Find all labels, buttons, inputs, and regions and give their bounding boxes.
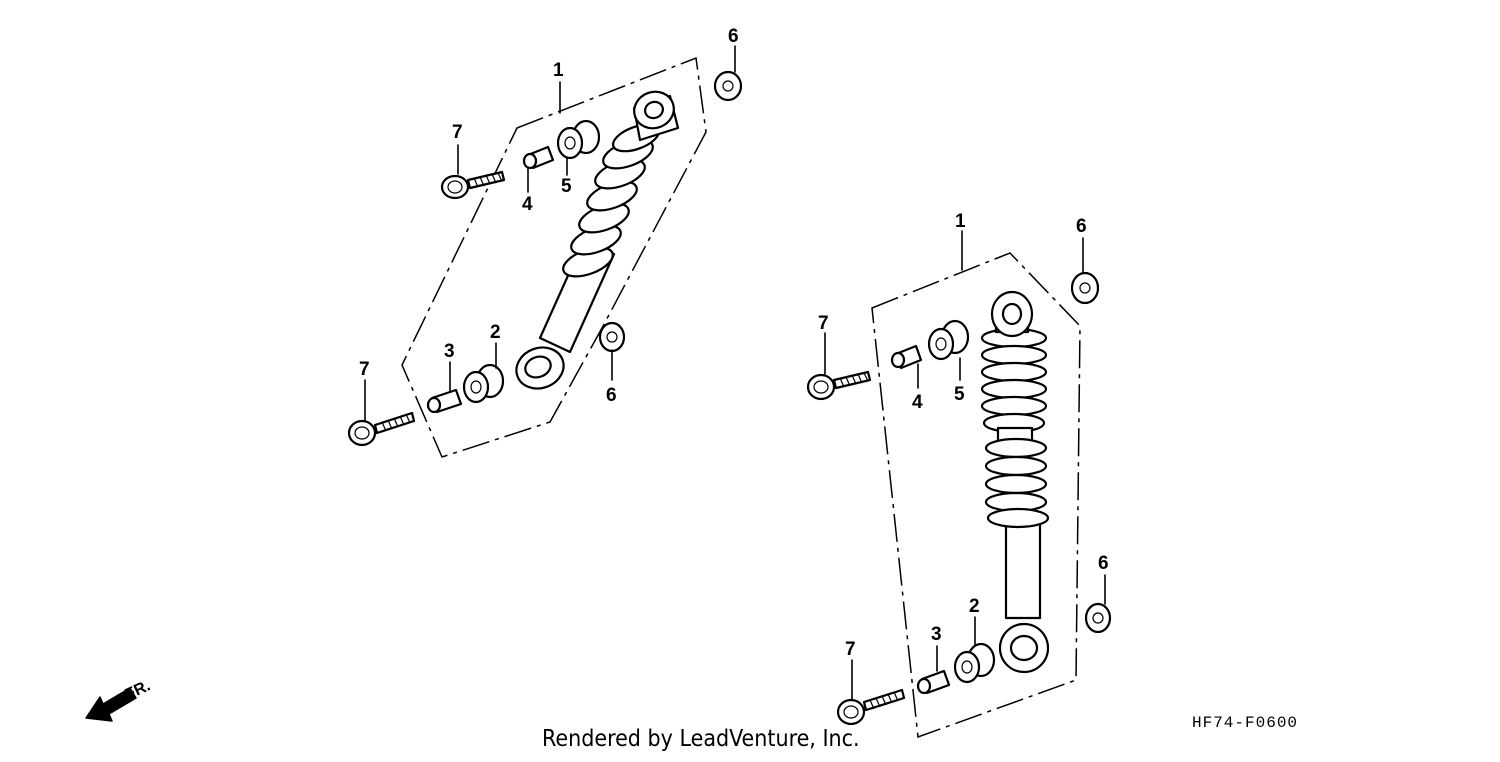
callout-number: 7 bbox=[452, 122, 463, 143]
watermark-credit: Rendered by LeadVenture, Inc. bbox=[542, 726, 860, 752]
flange-bolt bbox=[836, 688, 906, 726]
flange-nut bbox=[1070, 271, 1100, 305]
callout-number: 6 bbox=[728, 26, 739, 47]
callout-number: 5 bbox=[954, 384, 965, 405]
flange-bolt bbox=[440, 170, 506, 200]
collar bbox=[426, 388, 463, 414]
collar bbox=[916, 669, 951, 695]
flange-bolt bbox=[347, 411, 416, 447]
callout-number: 5 bbox=[561, 176, 572, 197]
front-label: FR. bbox=[123, 677, 154, 703]
callout-number: 7 bbox=[359, 359, 370, 380]
bushing bbox=[556, 119, 601, 160]
callout-number: 7 bbox=[845, 639, 856, 660]
bushing bbox=[927, 319, 970, 361]
callout-number: 6 bbox=[1098, 553, 1109, 574]
callout-number: 6 bbox=[606, 385, 617, 406]
flange-bolt bbox=[806, 370, 872, 401]
callout-number: 7 bbox=[818, 313, 829, 334]
callout-number: 2 bbox=[490, 322, 501, 343]
callout-number: 2 bbox=[969, 596, 980, 617]
bushing bbox=[462, 363, 505, 404]
assembly-right: 1 6 7 4 5 3 2 6 7 bbox=[806, 211, 1112, 739]
callout-number: 3 bbox=[931, 624, 942, 645]
collar bbox=[522, 145, 555, 170]
bushing bbox=[953, 642, 996, 684]
shock-absorber bbox=[980, 290, 1050, 674]
callout-number: 1 bbox=[955, 211, 966, 232]
assembly-boundary bbox=[871, 252, 1081, 739]
assembly-left: 1 7 4 5 7 3 2 6 6 bbox=[347, 26, 743, 458]
spring bbox=[562, 123, 660, 278]
flange-nut bbox=[598, 321, 626, 353]
assembly-boundary bbox=[401, 56, 707, 458]
spring bbox=[980, 327, 1050, 529]
callout-number: 6 bbox=[1076, 216, 1087, 237]
diagram-code: HF74-F0600 bbox=[1192, 714, 1298, 732]
callout-number: 4 bbox=[912, 392, 923, 413]
front-direction-indicator: FR. bbox=[85, 677, 154, 722]
front-arrow-icon bbox=[85, 687, 137, 722]
callout-number: 4 bbox=[522, 194, 533, 215]
callout-number: 3 bbox=[444, 341, 455, 362]
shock-absorber bbox=[515, 90, 680, 390]
callout-number: 1 bbox=[553, 60, 564, 81]
flange-nut bbox=[1084, 602, 1112, 634]
flange-nut bbox=[713, 70, 743, 102]
collar bbox=[890, 344, 923, 370]
